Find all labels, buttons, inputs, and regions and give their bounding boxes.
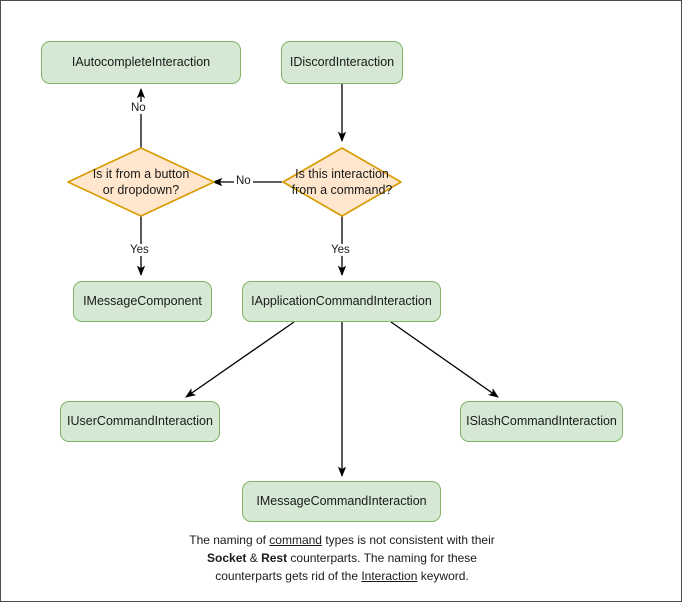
- caption-underline-command: command: [269, 533, 322, 547]
- edge-appcommand-to-slashcommand: [390, 321, 499, 398]
- node-label: ISlashCommandInteraction: [466, 413, 617, 428]
- node-decision-from-command[interactable]: Is this interaction from a command?: [282, 147, 402, 217]
- edge-label-yes-left: Yes: [128, 244, 151, 256]
- node-label: IAutocompleteInteraction: [71, 54, 211, 69]
- node-message-command-interaction[interactable]: IMessageCommandInteraction: [242, 481, 441, 522]
- node-user-command-interaction[interactable]: IUserCommandInteraction: [60, 401, 220, 442]
- caption-bold-rest: Rest: [261, 551, 288, 565]
- caption-line-3-a: counterparts gets rid of the: [215, 569, 362, 583]
- node-slash-command-interaction[interactable]: ISlashCommandInteraction: [460, 401, 623, 442]
- node-label: IApplicationCommandInteraction: [251, 293, 432, 308]
- node-label: Is it from a button or dropdown?: [92, 166, 190, 197]
- node-label: IUserCommandInteraction: [67, 413, 213, 428]
- node-autocomplete-interaction[interactable]: IAutocompleteInteraction: [41, 41, 241, 84]
- node-decision-button-or-dropdown[interactable]: Is it from a button or dropdown?: [67, 147, 215, 217]
- node-label: IMessageCommandInteraction: [256, 493, 427, 508]
- node-label: Is this interaction from a command?: [291, 166, 393, 197]
- caption: The naming of command types is not consi…: [133, 531, 551, 585]
- node-label: IMessageComponent: [83, 293, 202, 308]
- node-label: IDiscordInteraction: [289, 54, 395, 69]
- caption-underline-interaction: Interaction: [361, 569, 418, 583]
- edge-label-no-up: No: [129, 102, 148, 114]
- caption-bold-socket: Socket: [207, 551, 247, 565]
- caption-ampersand: &: [246, 551, 262, 565]
- caption-line-3-b: keyword.: [417, 569, 469, 583]
- caption-line-1-b: types is not consistent with their: [321, 533, 495, 547]
- diamond-shape: [67, 147, 215, 217]
- edge-label-yes-right: Yes: [329, 244, 352, 256]
- edge-label-no-left: No: [234, 175, 253, 187]
- node-discord-interaction[interactable]: IDiscordInteraction: [281, 41, 403, 84]
- node-application-command-interaction[interactable]: IApplicationCommandInteraction: [242, 281, 441, 322]
- diamond-shape: [282, 147, 402, 217]
- caption-line-1-a: The naming of: [189, 533, 270, 547]
- edge-appcommand-to-usercommand: [185, 321, 295, 398]
- node-message-component[interactable]: IMessageComponent: [73, 281, 212, 322]
- caption-line-2-rest: counterparts. The naming for these: [287, 551, 477, 565]
